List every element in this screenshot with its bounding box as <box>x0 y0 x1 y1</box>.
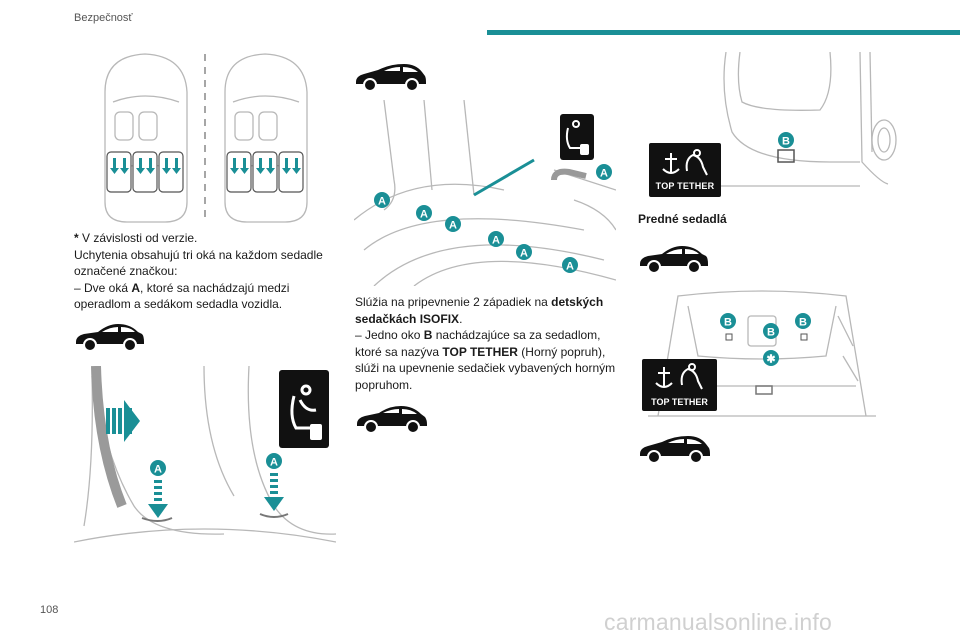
p2-prefix: – Jedno oko <box>355 328 424 342</box>
label-b: B <box>782 136 790 148</box>
header-accent-bar <box>487 30 960 35</box>
label-a: A <box>270 457 278 469</box>
star-icon: ✱ <box>766 354 775 366</box>
label-a: A <box>378 196 386 208</box>
bullet-prefix: – Dve oká <box>74 280 132 295</box>
p2-bold-b: B <box>423 328 433 342</box>
car-silhouette-icon <box>638 240 710 276</box>
p1-prefix: Slúžia na pripevnenie 2 západiek na <box>355 295 552 309</box>
top-tether-pictogram: TOP TETHER <box>649 143 721 197</box>
footnote-text: V závislosti od verzie. <box>78 231 198 245</box>
col2-text: Slúžia na pripevnenie 2 západiek na dets… <box>355 294 621 393</box>
label-b: B <box>799 317 807 329</box>
label-a: A <box>520 248 528 260</box>
label-a: A <box>420 209 428 221</box>
col1-text: * V závislosti od verzie. Uchytenia obsa… <box>74 230 340 313</box>
bullet-bold: A <box>131 280 141 295</box>
label-b: B <box>767 327 775 339</box>
label-a: A <box>566 261 574 273</box>
top-tether-pictogram: TOP TETHER <box>642 359 717 411</box>
p2-suffix: (Horný popruh), slúži na upevnenie sedač… <box>355 344 616 392</box>
intro-text: Uchytenia obsahujú tri oká na každom sed… <box>74 247 323 279</box>
bullet-isofix-rings: – Dve oká A, ktoré sa nachádzajú medzi o… <box>74 280 340 313</box>
p2-bold-tether: TOP TETHER <box>442 344 518 359</box>
page-number: 108 <box>40 604 59 616</box>
footnote-line: * V závislosti od verzie. <box>74 230 340 247</box>
car-silhouette-icon <box>354 58 428 94</box>
top-tether-bullet: – Jedno oko B nachádzajúce sa za sedadlo… <box>355 327 621 393</box>
p1-suffix: . <box>459 311 463 326</box>
watermark: carmanualsonline.info <box>604 609 832 635</box>
seat-closeup-illustration: A A <box>74 366 336 552</box>
front-seats-heading: Predné sedadlá <box>638 212 727 226</box>
car-silhouette-icon <box>74 318 146 354</box>
bullet-suffix: , ktoré sa nachádzajú medzi operadlom a … <box>74 280 290 312</box>
top-view-illustration <box>95 52 315 224</box>
p2-mid: nachádzajúce sa za sedadlom, ktoré sa na… <box>355 328 601 359</box>
top-tether-label: TOP TETHER <box>655 181 715 191</box>
isofix-purpose-text: Slúžia na pripevnenie 2 západiek na dets… <box>355 294 621 327</box>
label-b: B <box>724 317 732 329</box>
car-silhouette-icon <box>638 430 712 466</box>
label-a: A <box>600 168 608 180</box>
label-a: A <box>449 220 457 232</box>
rear-seat-back-illustration: B <box>710 52 900 192</box>
rear-bench-isofix-illustration: A A A A A A A <box>354 100 616 286</box>
label-a: A <box>492 235 500 247</box>
top-tether-label: TOP TETHER <box>651 397 708 407</box>
section-title: Bezpečnosť <box>74 12 133 24</box>
car-silhouette-icon <box>355 400 429 436</box>
label-a: A <box>154 464 162 476</box>
trunk-anchor-illustration: B B B ✱ <box>638 286 886 418</box>
p1-bold: detských sedačkách ISOFIX <box>355 295 604 326</box>
footnote-mark: * <box>74 231 79 245</box>
